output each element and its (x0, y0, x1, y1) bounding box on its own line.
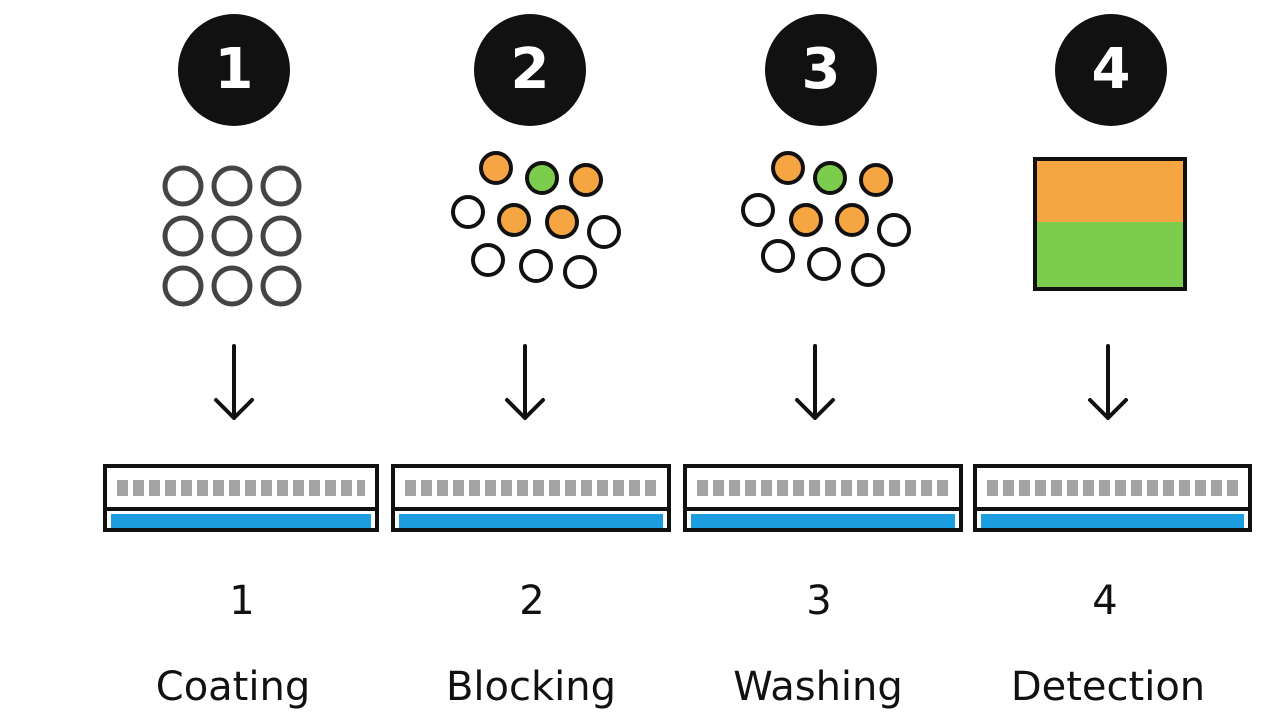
particle-orange (789, 203, 823, 237)
step-4-number: 4 (1092, 578, 1118, 624)
well-circle (211, 165, 253, 207)
color-result-icon (1033, 157, 1187, 291)
particle-white (587, 215, 621, 249)
particle-white (877, 213, 911, 247)
plate-liquid (691, 514, 955, 528)
step-3-label: Washing (733, 664, 903, 710)
plate-wells (405, 480, 657, 496)
well-circle (162, 215, 204, 257)
particle-white (451, 195, 485, 229)
step-4-label: Detection (1010, 664, 1206, 710)
well-circle (162, 265, 204, 307)
plate-strip-4 (973, 464, 1252, 532)
result-orange-band (1035, 159, 1185, 224)
plate-wells (697, 480, 949, 496)
step-3-badge: 3 (765, 14, 877, 126)
plate-divider (687, 507, 959, 511)
well-circle (162, 165, 204, 207)
down-arrow-icon (505, 344, 545, 420)
particle-orange (771, 151, 805, 185)
particle-orange (545, 205, 579, 239)
plate-wells (987, 480, 1238, 496)
well-circle (211, 265, 253, 307)
particle-green (813, 161, 847, 195)
well-circle (260, 165, 302, 207)
step-4-badge: 4 (1055, 14, 1167, 126)
step-2-label: Blocking (445, 664, 617, 710)
particle-white (741, 193, 775, 227)
particle-white (563, 255, 597, 289)
particle-orange (859, 163, 893, 197)
particle-white (519, 249, 553, 283)
plate-liquid (981, 514, 1244, 528)
particle-white (851, 253, 885, 287)
result-green-band (1035, 222, 1185, 289)
plate-divider (977, 507, 1248, 511)
plate-strip-3 (683, 464, 963, 532)
plate-divider (107, 507, 375, 511)
particle-white (761, 239, 795, 273)
plate-divider (395, 507, 667, 511)
plate-liquid (111, 514, 371, 528)
particle-green (525, 161, 559, 195)
step-3-number: 3 (806, 578, 832, 624)
mixed-particles-icon (451, 151, 621, 289)
plate-wells (117, 480, 365, 496)
step-coating: 1 1 Coating (0, 0, 379, 720)
particle-orange (835, 203, 869, 237)
plate-liquid (399, 514, 663, 528)
step-1-label: Coating (155, 664, 311, 710)
well-circle (260, 265, 302, 307)
well-circle (260, 215, 302, 257)
down-arrow-icon (795, 344, 835, 420)
down-arrow-icon (214, 344, 254, 420)
step-1-badge: 1 (178, 14, 290, 126)
washed-particles-icon (741, 151, 911, 287)
particle-white (807, 247, 841, 281)
step-1-number: 1 (229, 578, 255, 624)
particle-orange (479, 151, 513, 185)
plate-strip-2 (391, 464, 671, 532)
well-circle (211, 215, 253, 257)
particle-orange (497, 203, 531, 237)
step-2-number: 2 (519, 578, 545, 624)
step-2-badge: 2 (474, 14, 586, 126)
plate-strip-1 (103, 464, 379, 532)
empty-wells-icon (162, 165, 302, 307)
particle-white (471, 243, 505, 277)
particle-orange (569, 163, 603, 197)
down-arrow-icon (1088, 344, 1128, 420)
